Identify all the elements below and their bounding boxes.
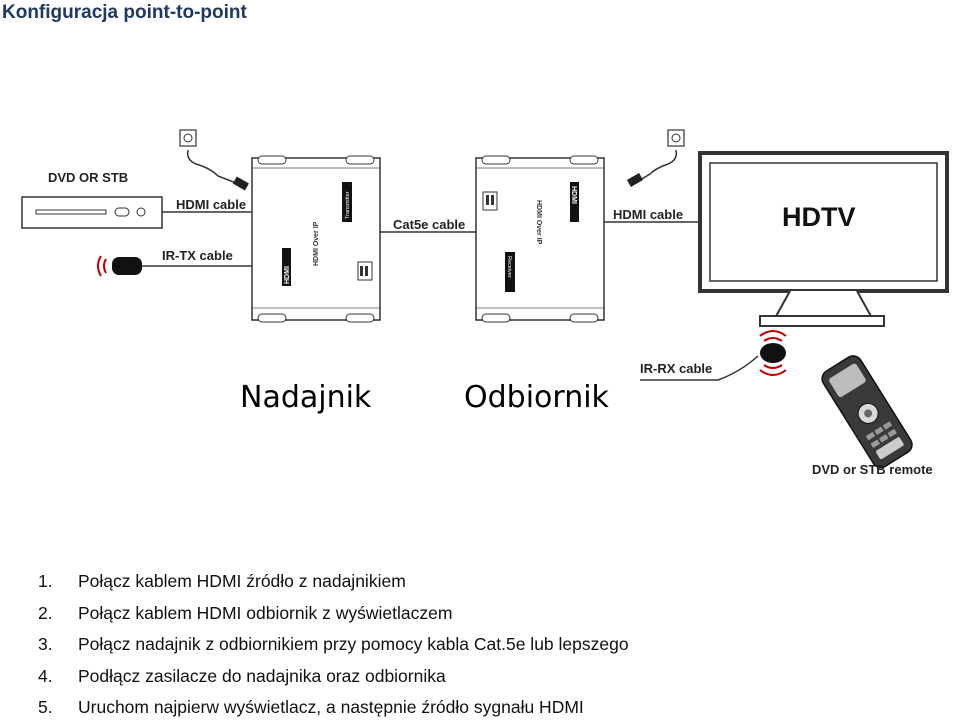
page-title: Konfiguracja point-to-point — [2, 2, 247, 23]
power-cable-left — [186, 149, 237, 184]
connection-diagram: DVD OR STB HDMI cable IR-TX cable HDMI O… — [21, 129, 949, 477]
dvd-label: DVD OR STB — [48, 170, 128, 185]
dvd-player — [21, 196, 163, 229]
hdtv-label: HDTV — [782, 202, 856, 232]
ir-tx-emitter-icon — [97, 255, 142, 277]
step-item: 2. Połącz kablem HDMI odbiornik z wyświet… — [38, 598, 629, 630]
step-item: 4. Podłącz zasilacze do nadajnika oraz od… — [38, 661, 629, 693]
transmitter-badge: Transmitter — [345, 191, 351, 219]
transmitter-device — [251, 155, 381, 323]
receiver-badge: Receiver — [506, 256, 512, 278]
step-number: 2. — [38, 602, 53, 623]
ir-tx-cable-label: IR-TX cable — [162, 248, 233, 263]
transmitter-caption: Nadajnik — [240, 380, 372, 415]
transmitter-device-text: HDMI Over IP — [313, 221, 320, 266]
cat5e-cable-label: Cat5e cable — [393, 217, 465, 232]
receiver-device-text: HDMI Over IP — [535, 200, 542, 245]
steps-list: 1. Połącz kablem HDMI źródło z nadajnikie… — [38, 566, 629, 724]
power-outlet-icon — [179, 129, 197, 147]
step-item: 3. Połącz nadajnik z odbiornikiem przy po… — [38, 629, 629, 661]
ir-rx-cable-label: IR-RX cable — [640, 361, 712, 376]
step-text: Podłącz zasilacze do nadajnika oraz odbi… — [78, 665, 446, 686]
step-text: Połącz kablem HDMI źródło z nadajnikiem — [78, 571, 406, 591]
step-text: Połącz nadajnik z odbiornikiem przy pomo… — [78, 634, 629, 654]
hdtv-display — [698, 151, 949, 327]
power-outlet-right-icon — [667, 129, 685, 147]
ir-rx-receiver-icon — [759, 330, 787, 376]
step-text: Połącz kablem HDMI odbiornik z wyświetla… — [78, 602, 453, 623]
step-number: 3. — [38, 634, 53, 654]
step-number: 5. — [38, 697, 53, 717]
power-cable-right — [639, 149, 678, 181]
step-item: 1. Połącz kablem HDMI źródło z nadajnikie… — [38, 566, 629, 598]
hdmi-cable-left-label: HDMI cable — [176, 197, 246, 212]
power-plug-icon — [232, 176, 249, 191]
ir-rx-cable — [640, 355, 759, 381]
step-item: 5. Uruchom najpierw wyświetlacz, a następ… — [38, 692, 629, 724]
remote-control-icon — [821, 355, 913, 469]
receiver-caption: Odbiornik — [464, 380, 610, 415]
power-plug-right-icon — [626, 173, 644, 187]
step-text: Uruchom najpierw wyświetlacz, a następni… — [78, 697, 584, 717]
step-number: 4. — [38, 665, 53, 686]
receiver-device — [475, 155, 605, 323]
transmitter-hdmi-logo: HDMI — [284, 266, 291, 284]
hdmi-cable-right-label: HDMI cable — [613, 207, 683, 222]
remote-label: DVD or STB remote — [812, 462, 933, 477]
receiver-hdmi-logo: HDMI — [570, 186, 577, 204]
step-number: 1. — [38, 571, 53, 591]
